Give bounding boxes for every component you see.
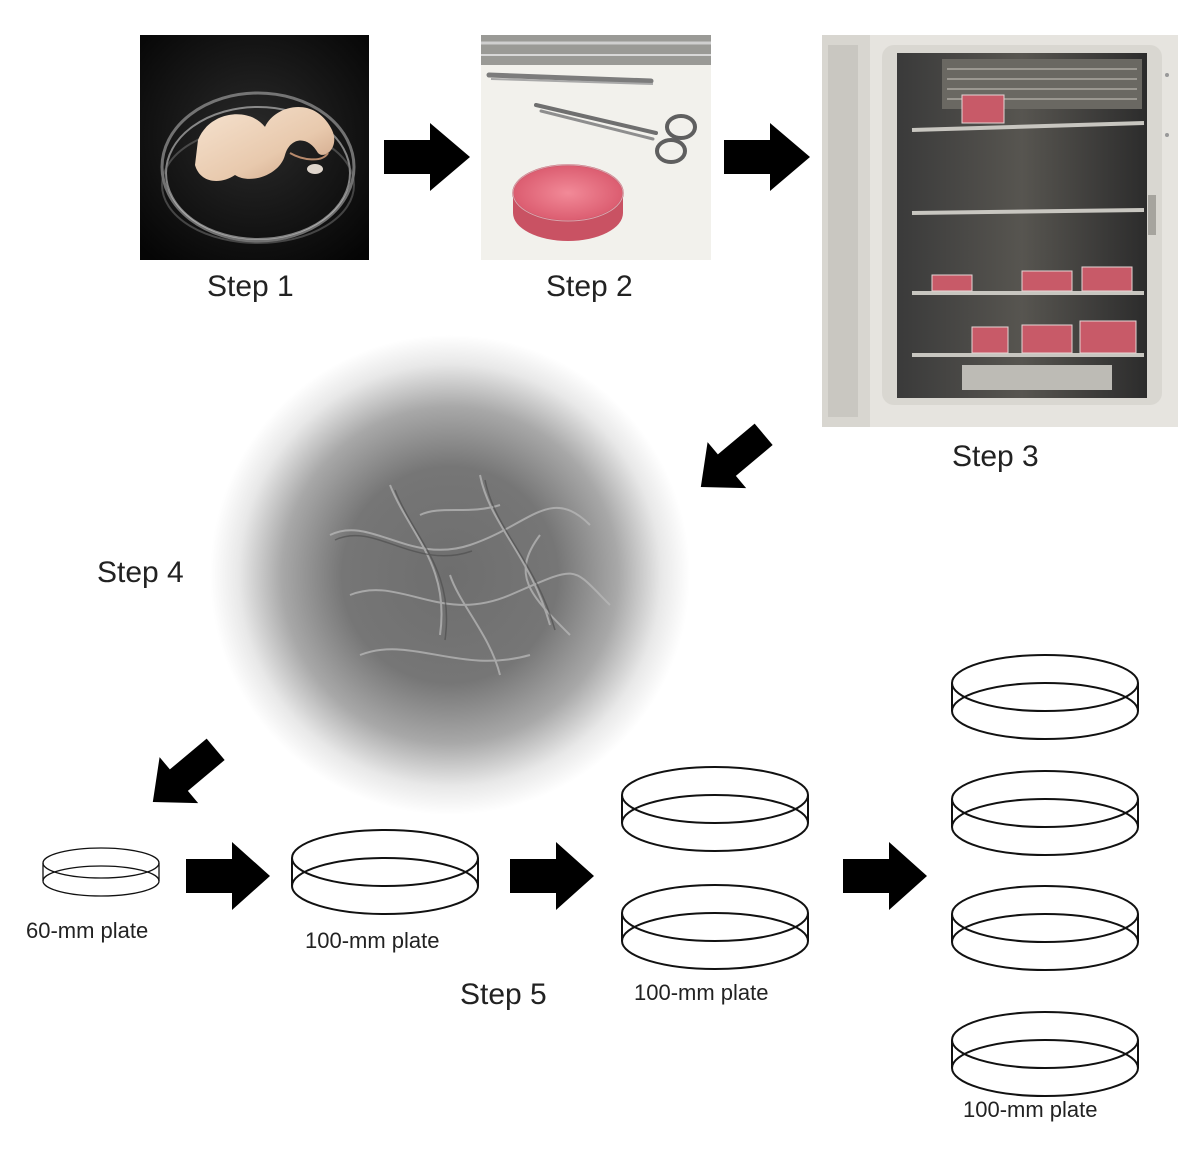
step4-micrograph: [210, 335, 690, 815]
step3-label: Step 3: [952, 440, 1039, 473]
plate-100mm-quad-2: [951, 770, 1139, 856]
plate-60mm-label: 60-mm plate: [26, 918, 149, 943]
arrow-step1-to-step2: [384, 123, 470, 191]
arrow-step4-to-small-plate: [152, 738, 225, 804]
plate-100mm-pair-label: 100-mm plate: [634, 980, 769, 1005]
step2-label: Step 2: [546, 270, 633, 303]
plate-100mm-pair-bottom: [621, 884, 809, 970]
arrow-step3-to-step4: [700, 423, 773, 489]
step3-photo: [822, 35, 1178, 427]
plate-100mm-quad-4: [951, 1011, 1139, 1097]
step2-photo: [481, 35, 711, 260]
step4-label: Step 4: [97, 556, 184, 589]
plate-100mm-quad-label: 100-mm plate: [963, 1097, 1098, 1122]
plate-100mm-single: [291, 829, 479, 915]
plate-100mm-quad-1: [951, 654, 1139, 740]
plate-100mm-pair-top: [621, 766, 809, 852]
arrow-step2-to-step3: [724, 123, 810, 191]
plate-100mm-single-label: 100-mm plate: [305, 928, 440, 953]
plate-100mm-quad-3: [951, 885, 1139, 971]
step1-label: Step 1: [207, 270, 294, 303]
step5-label: Step 5: [460, 978, 547, 1011]
plate-60mm: [42, 847, 160, 897]
arrow-pair-to-quad: [843, 842, 927, 910]
arrow-small-to-single: [186, 842, 270, 910]
step1-photo: [140, 35, 369, 260]
arrow-single-to-pair: [510, 842, 594, 910]
